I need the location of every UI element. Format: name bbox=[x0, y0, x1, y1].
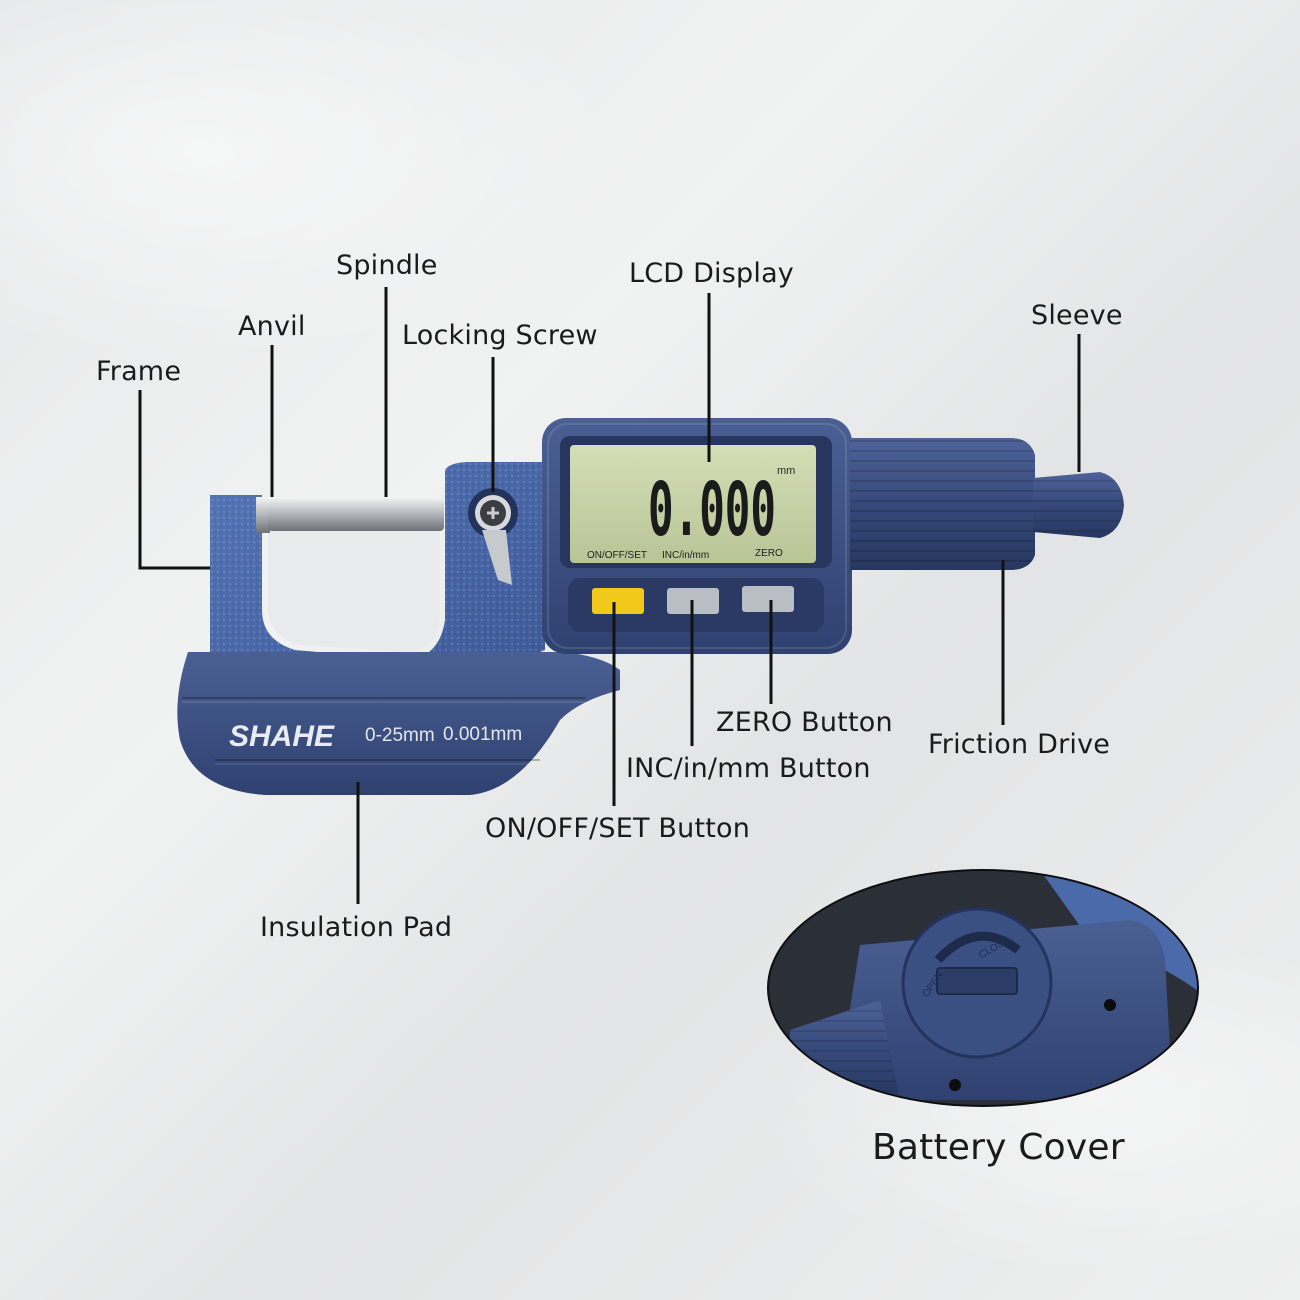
label-sleeve: Sleeve bbox=[1031, 300, 1123, 331]
battery-cover-inset: OPEN CLOSE bbox=[767, 869, 1199, 1107]
label-lcd-display: LCD Display bbox=[629, 258, 794, 289]
brand-logo-text: SHAHE bbox=[229, 720, 335, 753]
label-zero-button: ZERO Button bbox=[716, 707, 893, 738]
label-friction-drive: Friction Drive bbox=[928, 729, 1111, 760]
label-anvil: Anvil bbox=[238, 311, 306, 342]
label-onoff-button: ON/OFF/SET Button bbox=[485, 813, 751, 844]
locking-screw-part bbox=[468, 488, 518, 585]
leader-frame bbox=[138, 390, 210, 570]
zero-button[interactable] bbox=[742, 586, 794, 612]
sleeve-part bbox=[1033, 472, 1124, 538]
lcd-caption-inc: INC/in/mm bbox=[662, 550, 709, 561]
label-battery-cover: Battery Cover bbox=[872, 1127, 1125, 1168]
lcd-caption-onoff: ON/OFF/SET bbox=[587, 550, 647, 561]
label-frame: Frame bbox=[96, 356, 182, 387]
lcd-caption-zero: ZERO bbox=[755, 548, 783, 559]
anvil-part bbox=[256, 497, 270, 533]
label-insulation-pad: Insulation Pad bbox=[260, 912, 453, 943]
lcd-reading: 0.000 bbox=[648, 467, 776, 553]
onoff-set-button[interactable] bbox=[592, 588, 644, 614]
spindle-part bbox=[268, 497, 444, 531]
insulation-pad-body bbox=[177, 652, 621, 795]
callout-lines bbox=[138, 287, 1081, 904]
range-text: 0-25mm bbox=[365, 725, 435, 746]
label-inc-button: INC/in/mm Button bbox=[626, 753, 871, 784]
friction-drive-part bbox=[850, 438, 1035, 570]
lcd-unit: mm bbox=[777, 465, 795, 477]
label-locking-screw: Locking Screw bbox=[402, 320, 598, 351]
label-spindle: Spindle bbox=[336, 250, 438, 281]
resolution-text: 0.001mm bbox=[443, 724, 522, 745]
frame-body bbox=[210, 462, 545, 680]
